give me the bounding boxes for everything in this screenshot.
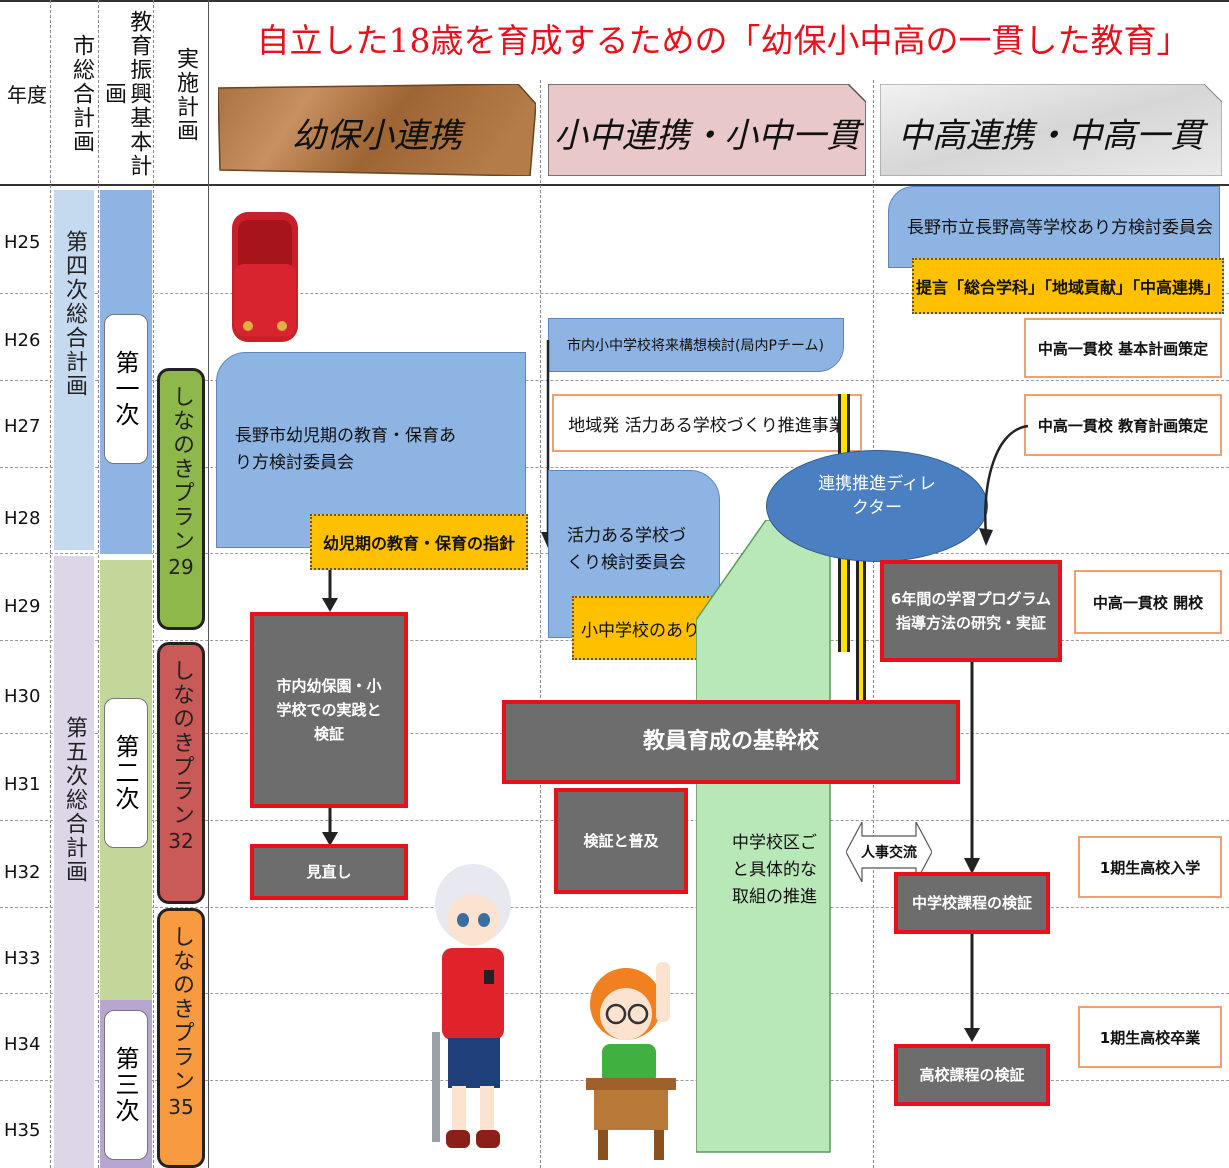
edu-plan-3-label: 第三次 <box>104 1010 148 1160</box>
row-line <box>0 467 1229 468</box>
school-backpack-icon <box>232 212 298 342</box>
project-box: 地域発 活力ある学校づくり推進事業 <box>552 394 862 452</box>
city-plan-5-label: 第五次総合計画 <box>62 716 87 884</box>
section-title-3: 中高連携・中高一貫 <box>898 116 1204 156</box>
row-line <box>0 907 1229 908</box>
top-border <box>0 0 1229 2</box>
edu-plan-2-label: 第二次 <box>104 698 148 848</box>
district-promotion-text: 中学校区ごと具体的な取組の推進 <box>732 833 817 908</box>
hs-verify-box: 高校課程の検証 <box>894 1044 1050 1106</box>
exec-plan-35: しなのきプラン 35 <box>157 908 205 1168</box>
proposal-box: 提言「総合学科」「地域貢献」「中高連携」 <box>912 258 1224 314</box>
year-label: H28 <box>4 508 41 529</box>
header-exec-plan: 実施計画 <box>173 47 198 143</box>
vline-5 <box>540 80 541 1168</box>
district-promotion-arrow <box>696 520 831 1153</box>
vital-committee-text: 活力ある学校づくり検討委員会 <box>567 526 686 574</box>
year-label: H33 <box>4 948 41 969</box>
vertical-timeline-arrow-2 <box>964 934 980 1042</box>
section-title-2: 小中連携・小中一貫 <box>554 116 860 156</box>
year-label: H25 <box>4 232 41 253</box>
year-label: H34 <box>4 1034 41 1055</box>
arrow-down <box>322 808 338 846</box>
arrow-down <box>322 570 338 612</box>
vline-2 <box>98 0 99 1168</box>
vline-4 <box>208 0 209 1168</box>
year-label: H31 <box>4 774 41 795</box>
section-title-1: 幼保小連携 <box>292 116 462 156</box>
kinder-practice-box: 市内幼保園・小学校での実践と検証 <box>250 612 408 808</box>
year-label: H32 <box>4 862 41 883</box>
year-label: H30 <box>4 686 41 707</box>
spread-box: 検証と普及 <box>554 788 688 894</box>
director-text: 連携推進ディレクター <box>818 474 936 518</box>
vertical-yellow-bar-2 <box>856 540 866 700</box>
edu-plan-box: 中高一貫校 教育計画策定 <box>1024 394 1222 456</box>
jh-verify-box: 中学校課程の検証 <box>894 872 1050 934</box>
main-title: 自立した18歳を育成するための「幼保小中高の一貫した教育」 <box>256 21 1190 60</box>
row-line <box>0 380 1229 381</box>
year-label: H29 <box>4 596 41 617</box>
vertical-timeline-arrow <box>964 662 980 874</box>
first-entry-box: 1期生高校入学 <box>1078 836 1222 898</box>
exec-plan-29-num: 29 <box>168 555 194 579</box>
basic-plan-box: 中高一貫校 基本計画策定 <box>1024 318 1222 378</box>
section-header-junior-high: 中高連携・中高一貫 <box>880 84 1222 176</box>
student-boy-illustration <box>432 864 511 1148</box>
exec-plan-32-num: 32 <box>168 829 194 853</box>
research-box: 6年間の学習プログラム指導方法の研究・実証 <box>880 560 1062 662</box>
kinder-review-box: 見直し <box>250 844 408 900</box>
p-team-box: 市内小中学校将来構想検討(局内Pチーム) <box>548 318 844 372</box>
row-line <box>0 293 1229 294</box>
opening-box: 中高一貫校 開校 <box>1074 570 1222 634</box>
header-divider <box>0 184 1229 186</box>
header-edu-plan-text: 教育振興基本計画 <box>101 10 152 178</box>
vline-6 <box>873 80 874 1168</box>
vline-1 <box>50 0 51 1168</box>
p-team-text: 市内小中学校将来構想検討(局内Pチーム) <box>567 338 824 354</box>
high-committee-box: 長野市立長野高等学校あり方検討委員会 <box>888 186 1220 268</box>
vline-3 <box>153 0 154 1168</box>
personnel-exchange-arrow: 人事交流 <box>846 822 932 882</box>
city-plan-4-bar: 第四次総合計画 <box>54 190 94 550</box>
city-plan-5-bar: 第五次総合計画 <box>54 556 94 1168</box>
header-year: 年度 <box>7 83 47 107</box>
exec-plan-29-name: しなのきプラン <box>169 385 194 553</box>
student-girl-illustration <box>586 962 676 1160</box>
personnel-exchange-text: 人事交流 <box>861 845 917 861</box>
exec-plan-32: しなのきプラン 32 <box>157 642 205 904</box>
director-ellipse: 連携推進ディレクター <box>766 450 988 562</box>
year-label: H27 <box>4 416 41 437</box>
exec-plan-29: しなのきプラン 29 <box>157 368 205 630</box>
first-grad-box: 1期生高校卒業 <box>1078 1006 1222 1068</box>
section-header-kindergarten-elementary: 幼保小連携 <box>218 84 536 176</box>
year-label: H26 <box>4 330 41 351</box>
kinder-guideline-box: 幼児期の教育・保育の指針 <box>310 514 528 570</box>
exec-plan-32-name: しなのきプラン <box>169 659 194 827</box>
core-school-box: 教員育成の基幹校 <box>502 700 960 784</box>
kinder-committee-text: 長野市幼児期の教育・保育あり方検討委員会 <box>235 426 456 474</box>
header-edu-plan: 教育振興基本計画 <box>100 6 152 182</box>
section-header-elementary-junior: 小中連携・小中一貫 <box>548 84 866 176</box>
exec-plan-35-num: 35 <box>168 1095 194 1119</box>
high-committee-text: 長野市立長野高等学校あり方検討委員会 <box>907 218 1213 238</box>
header-city-plan: 市総合計画 <box>69 34 94 154</box>
arrow-curve <box>979 424 1029 546</box>
year-label: H35 <box>4 1120 41 1141</box>
exec-plan-35-name: しなのきプラン <box>169 925 194 1093</box>
city-plan-4-label: 第四次総合計画 <box>62 230 87 398</box>
edu-plan-1-label: 第一次 <box>104 314 148 464</box>
